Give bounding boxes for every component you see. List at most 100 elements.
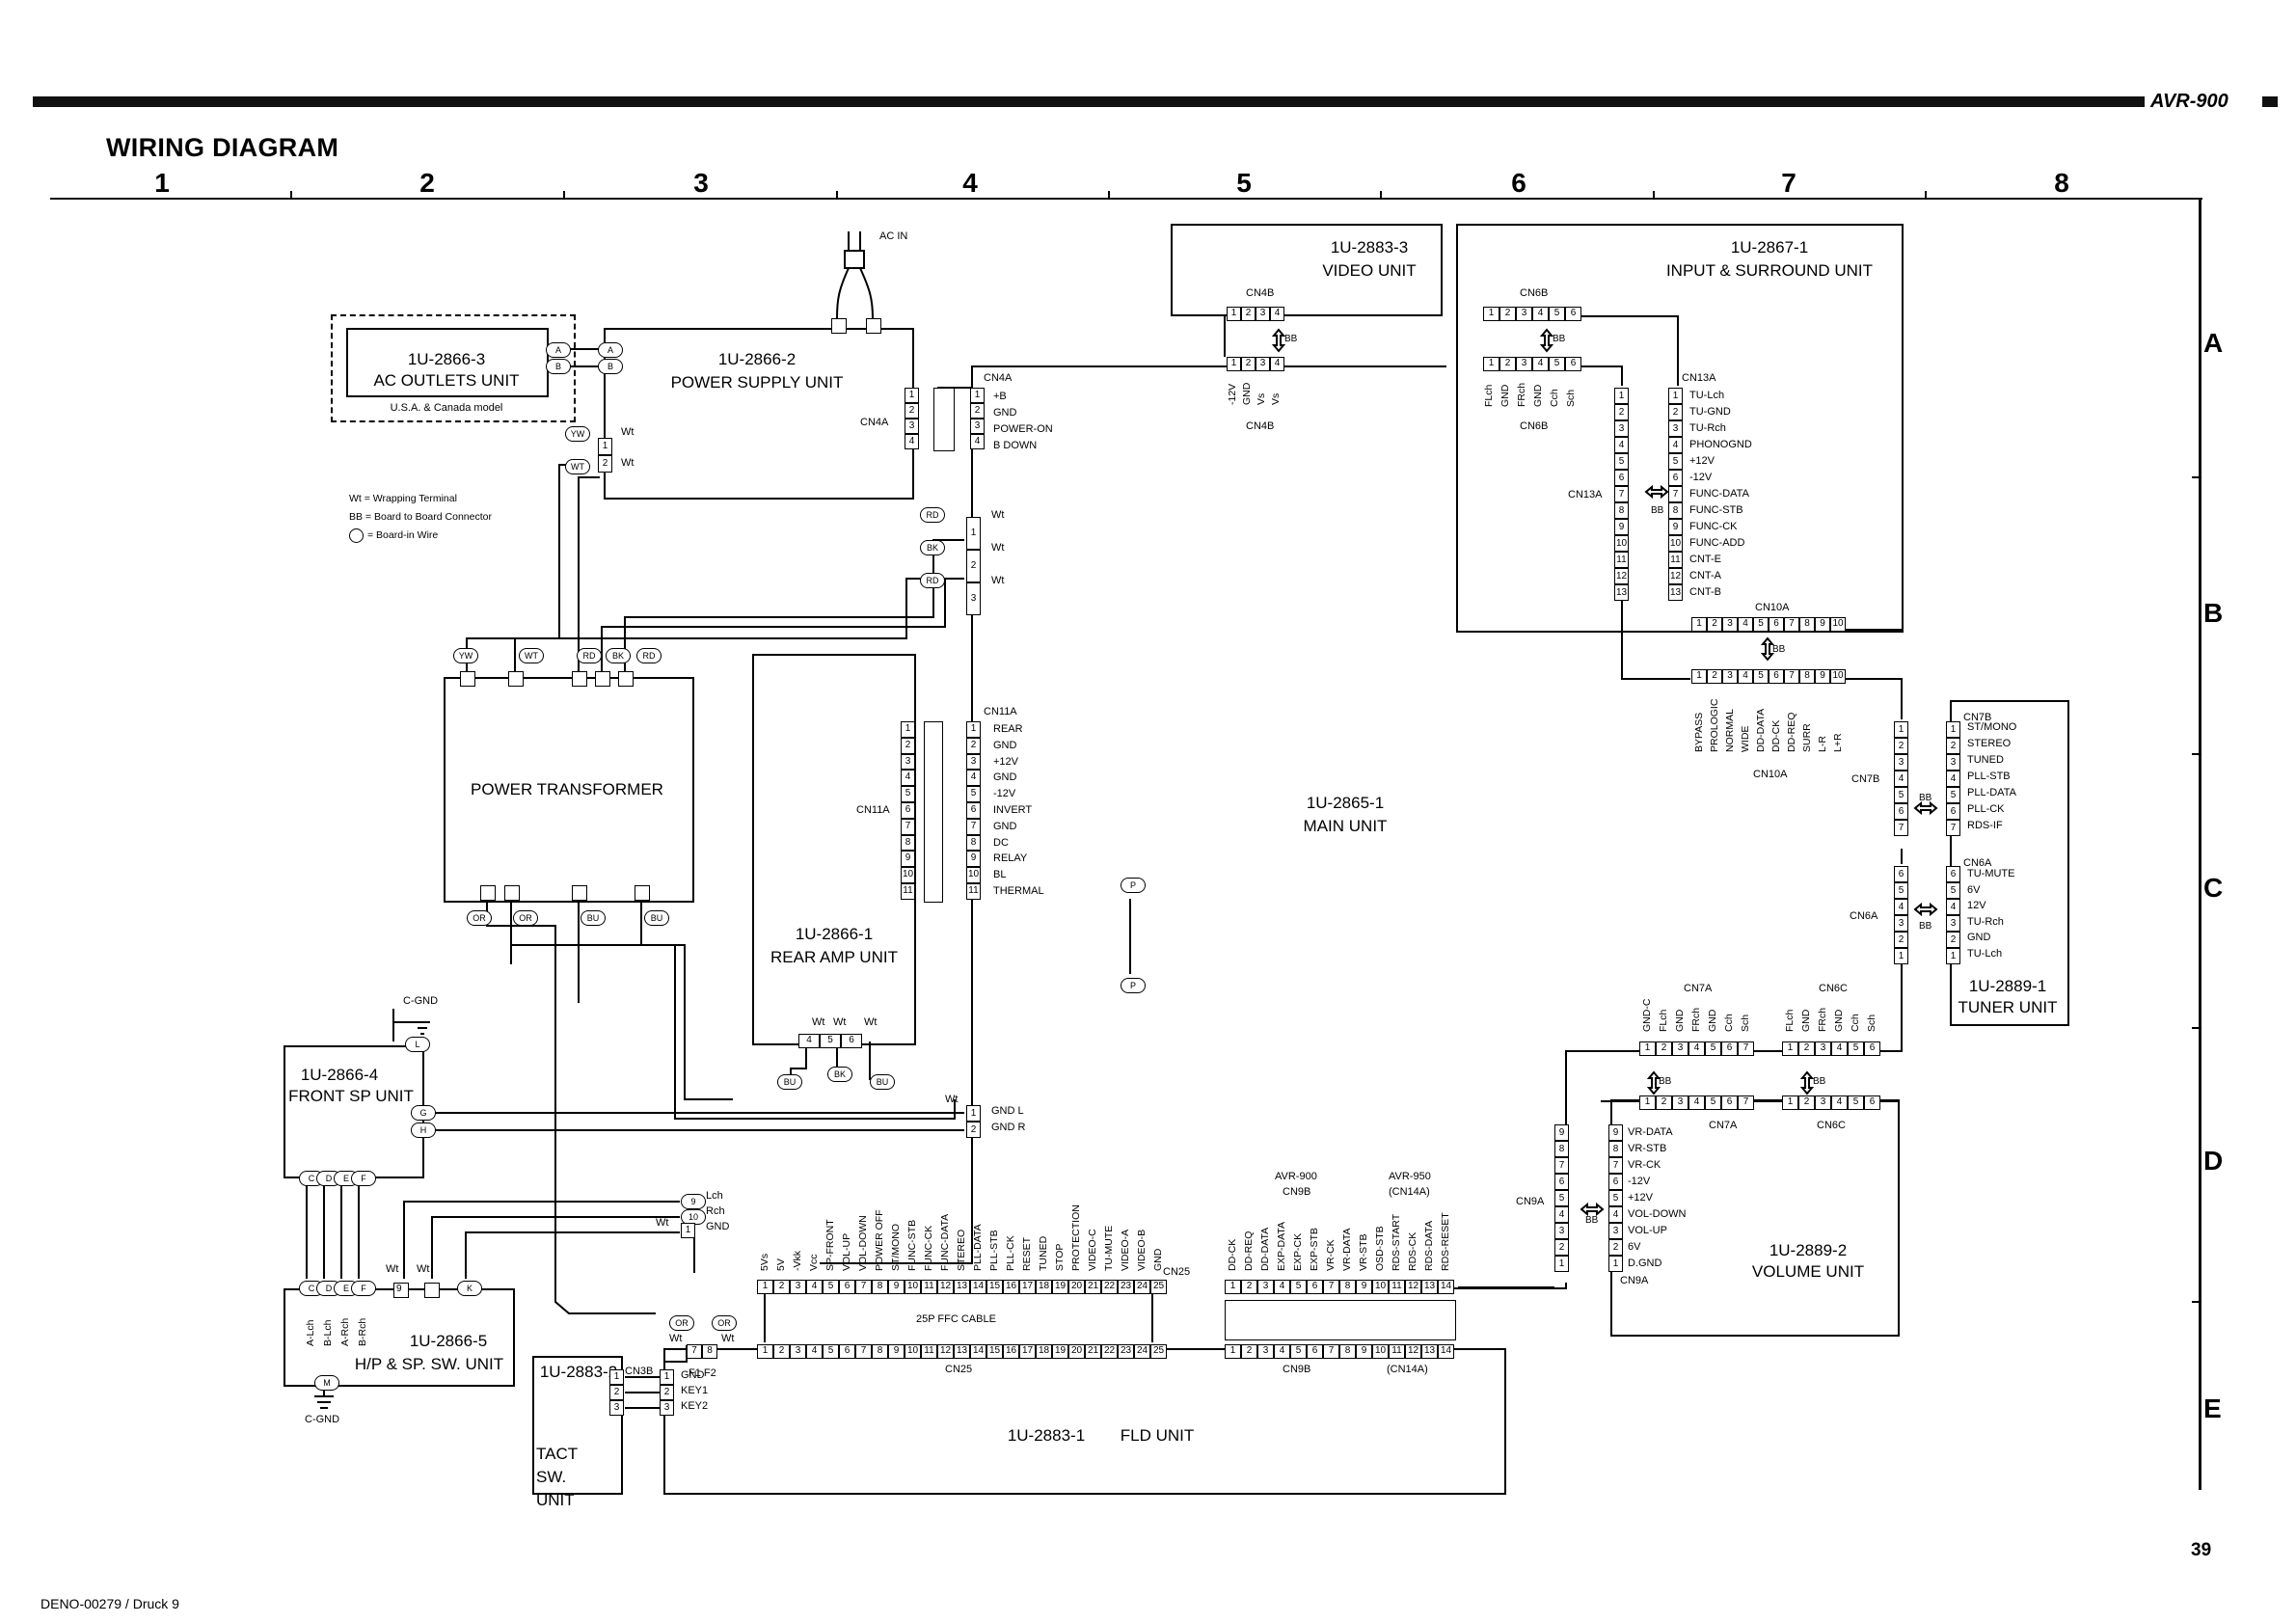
cn9a-label-left: CN9A	[1516, 1196, 1545, 1207]
legend-wt: Wt = Wrapping Terminal	[349, 493, 457, 504]
cn9b-main-pin-14: 14	[1438, 1280, 1454, 1294]
cn25-fld-pin-2: 2	[773, 1344, 790, 1359]
cn11a-main-pin-4: 4	[966, 770, 981, 787]
cn25-fld-pin-22: 22	[1101, 1344, 1118, 1359]
cn9b-label-bottom: CN9B	[1283, 1364, 1311, 1375]
pt-bot-pin-2	[504, 885, 520, 901]
cn6b-top-pin-1: 1	[1483, 307, 1499, 321]
cn9a-main-pin-3: 3	[1554, 1223, 1569, 1239]
cn4a-main-pin-4: 4	[970, 434, 985, 449]
cn11a-rear-pin-7: 7	[901, 818, 915, 835]
cn13a-label-2: TU-GND	[1689, 406, 1731, 418]
cn10a-label-5: DD-DATA	[1755, 708, 1767, 752]
power-supply-unit-name: POWER SUPPLY UNIT	[670, 373, 844, 392]
cn25-fld-pin-20: 20	[1068, 1344, 1085, 1359]
cn25-fld-pin-14: 14	[970, 1344, 986, 1359]
cn10a-label-9: L-R	[1817, 736, 1828, 752]
cn11a-label-7: GND	[993, 820, 1017, 832]
cn25-label-3: -Vkk	[792, 1251, 803, 1271]
cn7b-main-pin-6: 6	[1894, 803, 1908, 820]
cn7b-label-1: ST/MONO	[1967, 721, 2017, 733]
cn4a-label-left: CN4A	[860, 417, 889, 428]
cn25-label-15: PLL-STB	[988, 1230, 1000, 1271]
bb-label-7: BB	[1659, 1076, 1672, 1087]
cn4b-top-pin-3: 3	[1256, 307, 1270, 321]
legend-bw: = Board-in Wire	[367, 529, 439, 541]
top-rule	[33, 96, 2145, 107]
cn7b-tuner-pin-1: 1	[1946, 721, 1960, 738]
cn10a-bottom-pin-4: 4	[1738, 669, 1753, 684]
bb-label-4: BB	[1651, 505, 1664, 516]
cn11a-label-8: DC	[993, 836, 1009, 849]
cn25-main-pin-18: 18	[1036, 1280, 1052, 1294]
cn10a-top-pin-6: 6	[1769, 617, 1784, 632]
rear-wt-pin-2: 5	[820, 1034, 841, 1048]
cn7b-tuner-pin-6: 6	[1946, 803, 1960, 820]
c-gnd-top-label: C-GND	[403, 995, 439, 1007]
cn13a-label-4: PHONOGND	[1689, 439, 1752, 450]
cn10a-bottom-pin-9: 9	[1815, 669, 1830, 684]
cn13a-label-left: CN13A	[1568, 489, 1603, 500]
hpw-15-pin-1: 1	[681, 1223, 695, 1238]
cn6a-tuner-pin-5: 5	[1946, 882, 1960, 899]
cn9a-label-1: VR-DATA	[1628, 1126, 1673, 1138]
cn9b-label-13: RDS-DATA	[1423, 1220, 1435, 1271]
hpw-wt: Wt	[656, 1217, 669, 1229]
cn10a-label-3: NORMAL	[1724, 709, 1736, 752]
wt-3: Wt	[991, 575, 1005, 586]
pt-wt: WT	[519, 648, 544, 663]
cn25-fld-pin-11: 11	[921, 1344, 937, 1359]
cn11a-main-pin-11: 11	[966, 883, 981, 900]
pt-top-pin-1	[460, 671, 475, 687]
cn6b-label-1: FLch	[1483, 384, 1495, 407]
column-1: 1	[154, 168, 170, 198]
cn13a-main-pin-8: 8	[1614, 502, 1629, 519]
ac-plug-lines	[836, 231, 874, 319]
cn13a-sur-pin-7: 7	[1668, 486, 1683, 502]
cn9b-main-pin-2: 2	[1241, 1280, 1257, 1294]
cn9b-fld-pin-4: 4	[1274, 1344, 1290, 1359]
cn4a-ps-pin-3: 3	[905, 419, 919, 434]
ac-outlets-unit-id: 1U-2866-3	[407, 350, 486, 368]
cn25-label-22: TU-MUTE	[1103, 1225, 1115, 1271]
cn25-label-7: VOL-DOWN	[857, 1215, 869, 1271]
cn9b-main-pin-9: 9	[1356, 1280, 1372, 1294]
cn6b-bottom-pin-3: 3	[1516, 357, 1532, 371]
cn9b-main-pin-13: 13	[1421, 1280, 1438, 1294]
ac-plug-pin-r	[866, 318, 881, 334]
cn25-fld-pin-9: 9	[888, 1344, 905, 1359]
cn25-fld-pin-12: 12	[937, 1344, 954, 1359]
cn6b-top-pin-4: 4	[1532, 307, 1549, 321]
cn9a-vol-pin-1: 1	[1608, 1256, 1623, 1272]
page-number: 39	[2191, 1540, 2212, 1560]
cn25-label-8: POWER OFF	[874, 1209, 885, 1271]
cn4b-label-1: -12V	[1227, 383, 1238, 405]
f1-f2-label: F1 F2	[689, 1367, 716, 1379]
column-2: 2	[419, 168, 435, 198]
cn6b-top-pin-2: 2	[1499, 307, 1516, 321]
cn11a-label-left: CN11A	[856, 804, 890, 816]
cn6b-label-top: CN6B	[1520, 287, 1549, 299]
cn9b-label-5: EXP-CK	[1292, 1232, 1304, 1271]
column-8: 8	[2054, 168, 2069, 198]
cn25-fld-pin-25: 25	[1150, 1344, 1167, 1359]
cn11a-rear-pin-4: 4	[901, 770, 915, 787]
cn25-label-6: VOL-UP	[841, 1232, 852, 1271]
pt-top-pin-4	[595, 671, 610, 687]
pt-yw: YW	[453, 648, 478, 663]
cn9b-fld-pin-12: 12	[1405, 1344, 1421, 1359]
cn25-main-pin-1: 1	[757, 1280, 773, 1294]
main-unit-id: 1U-2865-1	[1306, 794, 1385, 812]
cn6a-main-pin-4: 4	[1894, 899, 1908, 915]
legend-bw-row: = Board-in Wire	[349, 527, 492, 545]
cn25-fld-pin-10: 10	[905, 1344, 921, 1359]
cn4a-ps-pin-2: 2	[905, 403, 919, 419]
cn13a-main-pin-13: 13	[1614, 584, 1629, 601]
cn13a-sur-pin-11: 11	[1668, 552, 1683, 568]
cn25-fld-pin-17: 17	[1019, 1344, 1036, 1359]
cn4a-main-pin-1: 1	[970, 388, 985, 403]
rear-amp-unit-name: REAR AMP UNIT	[770, 948, 898, 966]
power-supply-unit-id: 1U-2866-2	[717, 350, 797, 368]
cn25-main-pin-12: 12	[937, 1280, 954, 1294]
cn7a-label-5: GND	[1707, 1009, 1718, 1032]
